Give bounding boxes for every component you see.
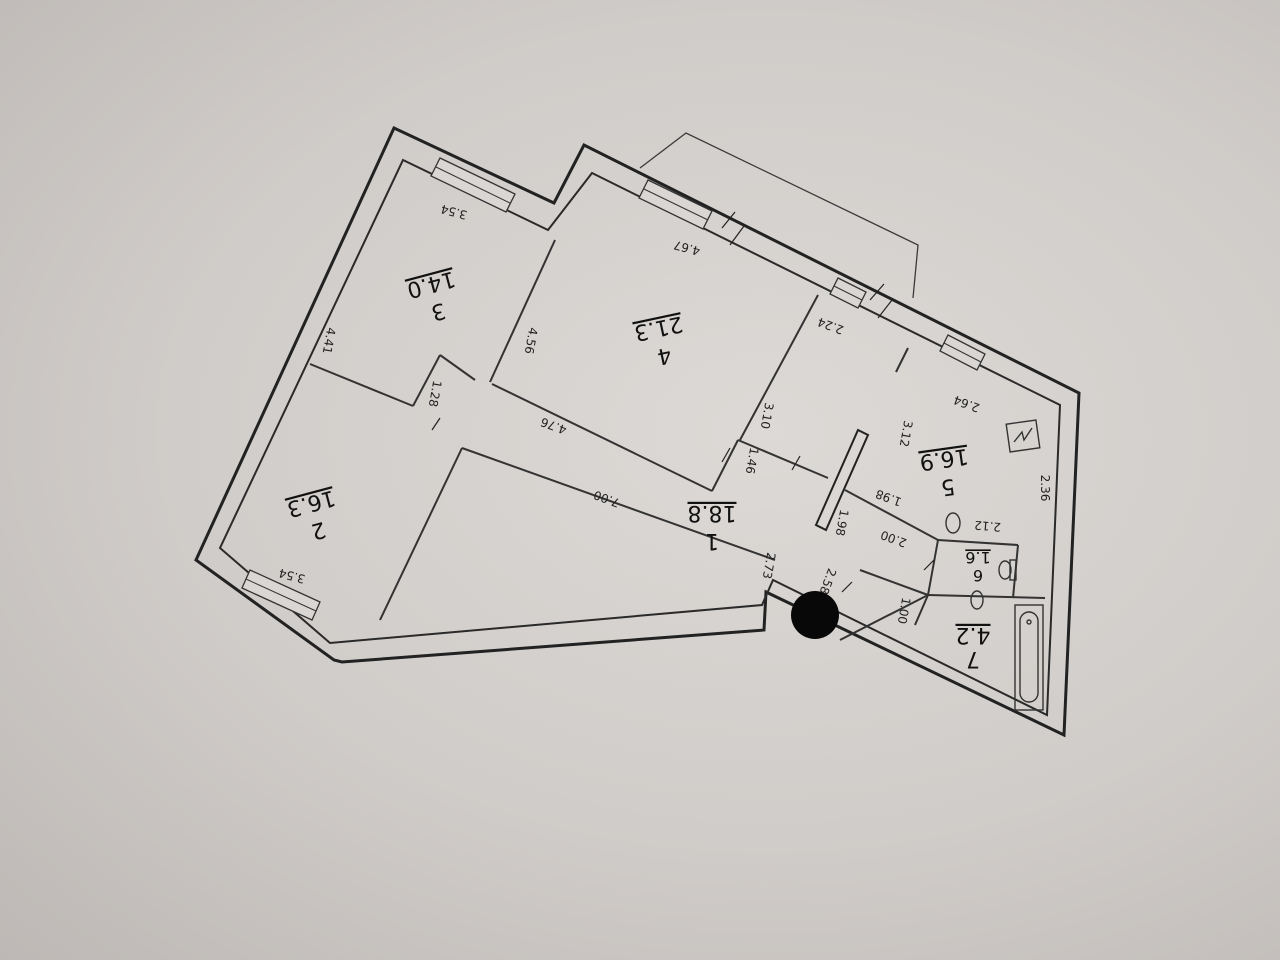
dimension-label: 2.12 bbox=[974, 518, 1002, 534]
room-7-label: 7 4.2 bbox=[956, 622, 991, 671]
sink-icon bbox=[945, 512, 961, 534]
room-area: 21.3 bbox=[632, 310, 685, 345]
bathtub-icon bbox=[1014, 604, 1044, 711]
dimension-label: 2.58 bbox=[817, 566, 839, 596]
dimension-label: 1.98 bbox=[833, 508, 851, 537]
sink-icon bbox=[970, 590, 984, 610]
room-number: 5 bbox=[939, 473, 956, 500]
inner-wall bbox=[218, 158, 1062, 717]
dimension-label: 1.28 bbox=[426, 379, 444, 408]
room-6-label: 6 1.6 bbox=[965, 548, 990, 585]
dimension-label: 3.54 bbox=[439, 202, 468, 222]
partitions bbox=[309, 239, 1046, 641]
room-1-label: 1 18.8 bbox=[688, 500, 737, 553]
room-number: 6 bbox=[973, 566, 983, 585]
windows bbox=[241, 157, 986, 621]
room-4-label: 4 21.3 bbox=[632, 310, 685, 368]
room-area: 18.8 bbox=[688, 500, 737, 525]
room-3-label: 3 14.0 bbox=[404, 265, 458, 325]
dimension-label: 3.12 bbox=[897, 419, 915, 448]
room-area: 14.0 bbox=[404, 265, 458, 302]
dimension-ticks bbox=[431, 211, 935, 593]
dimension-label: 2.64 bbox=[952, 393, 982, 415]
toilet-icon bbox=[998, 559, 1017, 581]
dimension-label: 4.56 bbox=[522, 326, 540, 355]
room-number: 2 bbox=[308, 516, 328, 544]
ink-spot bbox=[791, 591, 839, 639]
room-number: 4 bbox=[655, 341, 674, 368]
dimension-label: 3.54 bbox=[277, 566, 306, 586]
dimension-label: 1.98 bbox=[874, 487, 904, 509]
dimension-label: 7.00 bbox=[592, 488, 622, 510]
room-area: 16.9 bbox=[918, 443, 970, 475]
dimension-label: 1.00 bbox=[895, 596, 913, 625]
room-2-label: 2 16.3 bbox=[284, 484, 338, 544]
room-area: 4.2 bbox=[956, 622, 991, 647]
balcony-outline bbox=[639, 132, 919, 299]
room-area: 16.3 bbox=[284, 484, 338, 521]
room-number: 1 bbox=[705, 528, 719, 553]
dimension-label: 1.46 bbox=[743, 446, 761, 475]
room-number: 7 bbox=[966, 646, 980, 671]
dimension-label: 4.67 bbox=[672, 238, 701, 258]
dimension-label: 2.36 bbox=[1038, 475, 1052, 502]
dimension-label: 2.73 bbox=[760, 551, 778, 580]
room-number: 3 bbox=[428, 297, 448, 325]
dimension-label: 3.10 bbox=[758, 401, 776, 430]
outer-wall bbox=[194, 125, 1081, 738]
room-area: 1.6 bbox=[965, 548, 990, 567]
room-5-label: 5 16.9 bbox=[918, 443, 970, 500]
dimension-label: 2.00 bbox=[879, 528, 909, 550]
dimension-label: 2.24 bbox=[816, 315, 846, 337]
stove-icon bbox=[1005, 419, 1041, 453]
dimension-label: 4.41 bbox=[320, 326, 338, 355]
wall-segment bbox=[814, 428, 870, 532]
